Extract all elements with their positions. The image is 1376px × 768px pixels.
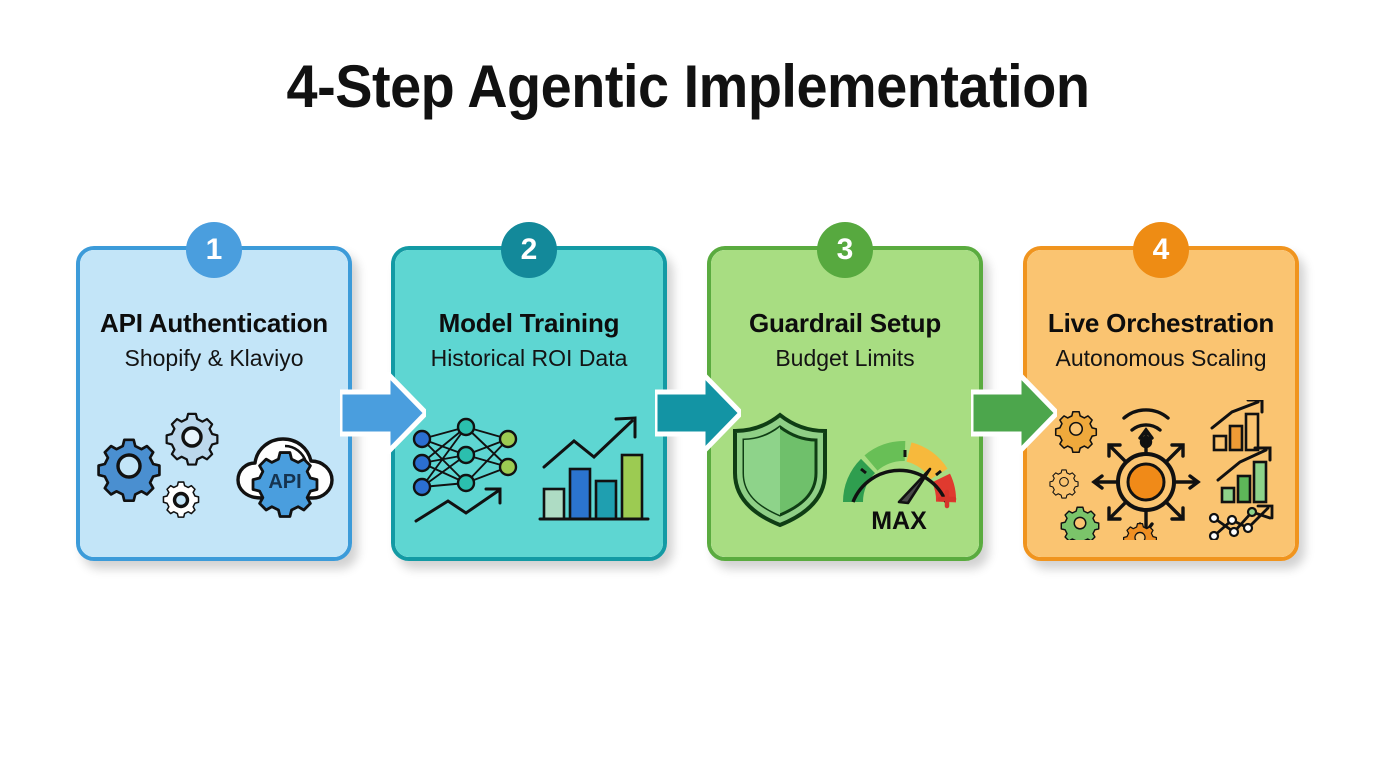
step-card-4-icons bbox=[1027, 382, 1295, 557]
gauge-max-label: MAX bbox=[871, 507, 927, 532]
arrow-step1-to-step2 bbox=[340, 372, 426, 454]
step-card-1-subtitle: Shopify & Klaviyo bbox=[124, 345, 304, 371]
step-card-1-icons: API bbox=[80, 382, 348, 557]
shield-icon bbox=[733, 412, 827, 528]
step-card-4-body: Live Orchestration Autonomous Scaling bbox=[1027, 250, 1295, 557]
gear-icon bbox=[162, 480, 200, 518]
gauge-max-icon bbox=[842, 441, 957, 509]
step-card-2-icons bbox=[395, 382, 663, 557]
trend-arrow-icon bbox=[414, 487, 502, 523]
step-badge-3: 3 bbox=[817, 222, 873, 278]
page-title: 4-Step Agentic Implementation bbox=[286, 53, 1090, 120]
growth-chart-icon bbox=[1208, 399, 1274, 540]
neural-network-chart-icon bbox=[412, 416, 650, 523]
arrow-step2-to-step3 bbox=[655, 372, 741, 454]
step-card-2[interactable]: Model Training Historical ROI Data bbox=[391, 222, 667, 561]
orchestration-hub-icon bbox=[1049, 399, 1274, 540]
gear-icon bbox=[1054, 410, 1098, 453]
hub-center-icon bbox=[1116, 451, 1176, 512]
step-card-2-title: Model Training bbox=[438, 308, 620, 338]
step-badge-1: 1 bbox=[186, 222, 242, 278]
gears-cloud-api-icon: API bbox=[97, 412, 334, 518]
step-card-3[interactable]: Guardrail Setup Budget Limits bbox=[707, 222, 983, 561]
step-badge-4: 4 bbox=[1133, 222, 1189, 278]
step-card-3-title: Guardrail Setup bbox=[748, 308, 942, 338]
step-card-4-subtitle: Autonomous Scaling bbox=[1055, 345, 1267, 371]
step-card-3-icons: MAX bbox=[711, 382, 979, 557]
gear-icon bbox=[1049, 468, 1079, 499]
step-card-4[interactable]: Live Orchestration Autonomous Scaling bbox=[1023, 222, 1299, 561]
gear-icon bbox=[251, 450, 319, 518]
gear-icon bbox=[1122, 522, 1158, 540]
step-card-1-body: API Authentication Shopify & Klaviyo bbox=[80, 250, 348, 557]
bar-chart-growth-icon bbox=[538, 416, 650, 521]
gear-icon bbox=[165, 412, 219, 466]
shield-gauge-icon: MAX bbox=[733, 412, 957, 532]
step-card-2-body: Model Training Historical ROI Data bbox=[395, 250, 663, 557]
arrow-step3-to-step4 bbox=[971, 372, 1057, 454]
api-gear-label: API bbox=[268, 471, 301, 493]
step-card-3-body: Guardrail Setup Budget Limits bbox=[711, 250, 979, 557]
step-badge-2: 2 bbox=[501, 222, 557, 278]
step-card-2-subtitle: Historical ROI Data bbox=[430, 345, 628, 371]
step-card-3-subtitle: Budget Limits bbox=[775, 345, 915, 371]
step-card-1[interactable]: API Authentication Shopify & Klaviyo bbox=[76, 222, 352, 561]
step-card-1-title: API Authentication bbox=[100, 308, 328, 338]
gear-icon bbox=[97, 437, 161, 502]
gear-icon bbox=[1060, 506, 1100, 540]
process-flow: API Authentication Shopify & Klaviyo bbox=[0, 222, 1376, 576]
neural-network-icon bbox=[421, 426, 509, 488]
scatter-trend-icon bbox=[1212, 504, 1274, 537]
step-card-4-title: Live Orchestration bbox=[1047, 308, 1275, 338]
